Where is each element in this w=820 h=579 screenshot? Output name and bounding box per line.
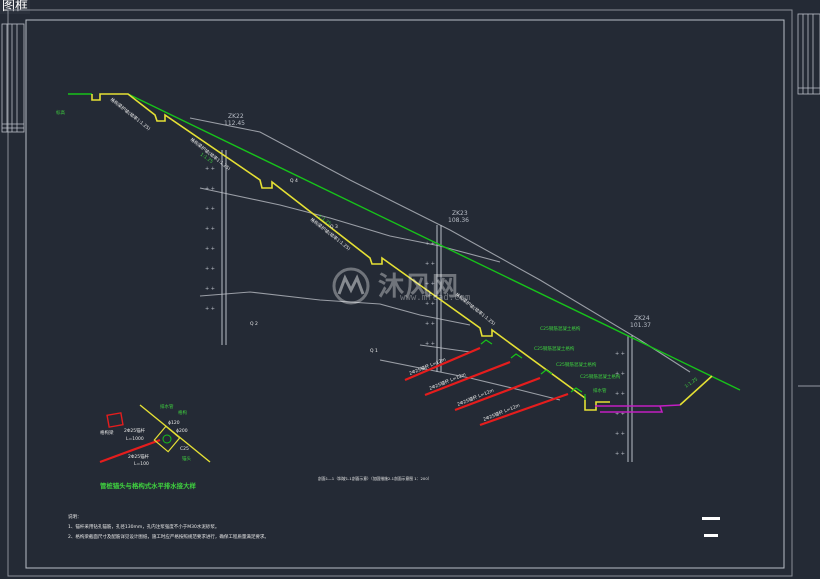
slope-annotations: 格构梁护坡(坡率1:1.25) 格构梁护坡(坡率1:1.25) 格构梁护坡(坡率… xyxy=(109,96,521,423)
svg-text:+ +: + + xyxy=(205,246,215,252)
drain-outlets xyxy=(480,339,586,400)
svg-text:+ +: + + xyxy=(425,281,435,287)
svg-text:C25钢筋混凝土格构: C25钢筋混凝土格构 xyxy=(556,361,597,368)
anchor-rods xyxy=(99,346,569,464)
svg-text:C25钢筋混凝土格构: C25钢筋混凝土格构 xyxy=(540,325,581,332)
svg-text:L=1000: L=1000 xyxy=(126,436,144,442)
svg-text:ϕ200: ϕ200 xyxy=(176,428,188,434)
svg-text:+ +: + + xyxy=(205,166,215,172)
watermark-url: www.mfcad.com xyxy=(400,293,471,303)
anchor-detail-diagram: 格构梁 2Φ25锚杆 L=1000 2Φ25锚杆 L=100 ϕ120 ϕ200C25… xyxy=(100,403,211,467)
svg-text:C25钢筋混凝土格构: C25钢筋混凝土格构 xyxy=(580,373,621,380)
borehole-id: ZK22 xyxy=(228,113,244,120)
svg-text:+ +: + + xyxy=(425,341,435,347)
svg-text:+ +: + + xyxy=(615,371,625,377)
svg-text:+ +: + + xyxy=(205,206,215,212)
svg-text:1:1.25: 1:1.25 xyxy=(684,376,699,389)
watermark: 沐风网 www.mfcad.com xyxy=(330,262,500,312)
svg-text:+ +: + + xyxy=(615,391,625,397)
ground-surface-line xyxy=(68,93,741,391)
borehole-id: ZK24 xyxy=(634,315,650,322)
svg-text:+ +: + + xyxy=(615,451,625,457)
svg-text:标高: 标高 xyxy=(56,109,65,116)
notes-block: 说明： 1、锚杆采用钻孔锚筋，孔径130mm，孔内注浆强度不小于M30水泥砂浆。… xyxy=(68,513,269,540)
svg-text:C25钢筋混凝土格构: C25钢筋混凝土格构 xyxy=(534,345,575,352)
right-title-strip xyxy=(797,13,820,387)
detail-title: 管桩锚头与格构式水平排水接大样 xyxy=(100,481,196,490)
watermark-logo-icon xyxy=(332,267,370,305)
svg-text:2Φ25锚杆: 2Φ25锚杆 xyxy=(128,453,150,460)
borehole-code: 108.36 xyxy=(448,217,469,224)
svg-text:+ +: + + xyxy=(205,186,215,192)
borehole-code: 101.37 xyxy=(630,322,651,329)
legend-marks xyxy=(702,517,720,537)
svg-text:格构: 格构 xyxy=(178,409,187,416)
svg-text:锚头: 锚头 xyxy=(182,455,191,462)
svg-text:格构梁护坡(坡率1:1.25): 格构梁护坡(坡率1:1.25) xyxy=(109,96,152,132)
horizontal-drain-pipe xyxy=(595,404,681,413)
drawing-frame xyxy=(7,9,793,577)
notes-item: 1、锚杆采用钻孔锚筋，孔径130mm，孔内注浆强度不小于M30水泥砂浆。 xyxy=(68,523,219,530)
svg-text:Q 1: Q 1 xyxy=(370,348,378,354)
svg-text:+ +: + + xyxy=(425,261,435,267)
svg-text:+ +: + + xyxy=(425,241,435,247)
watermark-text: 沐风网 xyxy=(378,272,460,302)
svg-text:+ +: + + xyxy=(205,286,215,292)
svg-text:+ +: + + xyxy=(205,306,215,312)
svg-text:C25: C25 xyxy=(180,446,189,452)
svg-text:+ +: + + xyxy=(615,351,625,357)
borehole-code: 112.45 xyxy=(224,120,245,127)
svg-text:ϕ120: ϕ120 xyxy=(168,420,180,426)
svg-text:+ +: + + xyxy=(615,411,625,417)
svg-text:+ +: + + xyxy=(205,266,215,272)
svg-text:+ +: + + xyxy=(425,321,435,327)
svg-text:排水管: 排水管 xyxy=(160,403,174,410)
svg-text:Q 3: Q 3 xyxy=(330,224,338,230)
svg-text:2Φ25锚杆: 2Φ25锚杆 xyxy=(124,427,146,434)
borehole-columns xyxy=(221,150,633,462)
borehole-labels: ZK22 112.45 ZK23 108.36 ZK24 101.37 xyxy=(224,113,651,329)
svg-text:格构梁: 格构梁 xyxy=(100,429,114,436)
svg-text:L=100: L=100 xyxy=(134,461,149,467)
notes-heading: 说明： xyxy=(68,513,82,520)
svg-text:排水管: 排水管 xyxy=(593,387,607,394)
svg-text:Q 4: Q 4 xyxy=(290,178,298,184)
svg-text:Q 2: Q 2 xyxy=(250,321,258,327)
borehole-id: ZK23 xyxy=(452,210,468,217)
svg-text:+ +: + + xyxy=(425,301,435,307)
svg-text:+ +: + + xyxy=(615,431,625,437)
svg-text:+ +: + + xyxy=(205,226,215,232)
section-caption: 剖面1—1（斜坡1-1剖面示意）（加固措施2-1剖面示意图 1：200） xyxy=(318,476,432,481)
notes-item: 2、格构梁截面尺寸及配筋详见设计图纸，施工时应严格按照规范要求进行，确保工程质量… xyxy=(68,533,269,540)
left-title-strip xyxy=(1,23,25,133)
design-slope-line xyxy=(91,93,713,411)
borehole-marks: + + + + + + + + + + + + + + + + + + + + + + + +… xyxy=(205,166,625,457)
